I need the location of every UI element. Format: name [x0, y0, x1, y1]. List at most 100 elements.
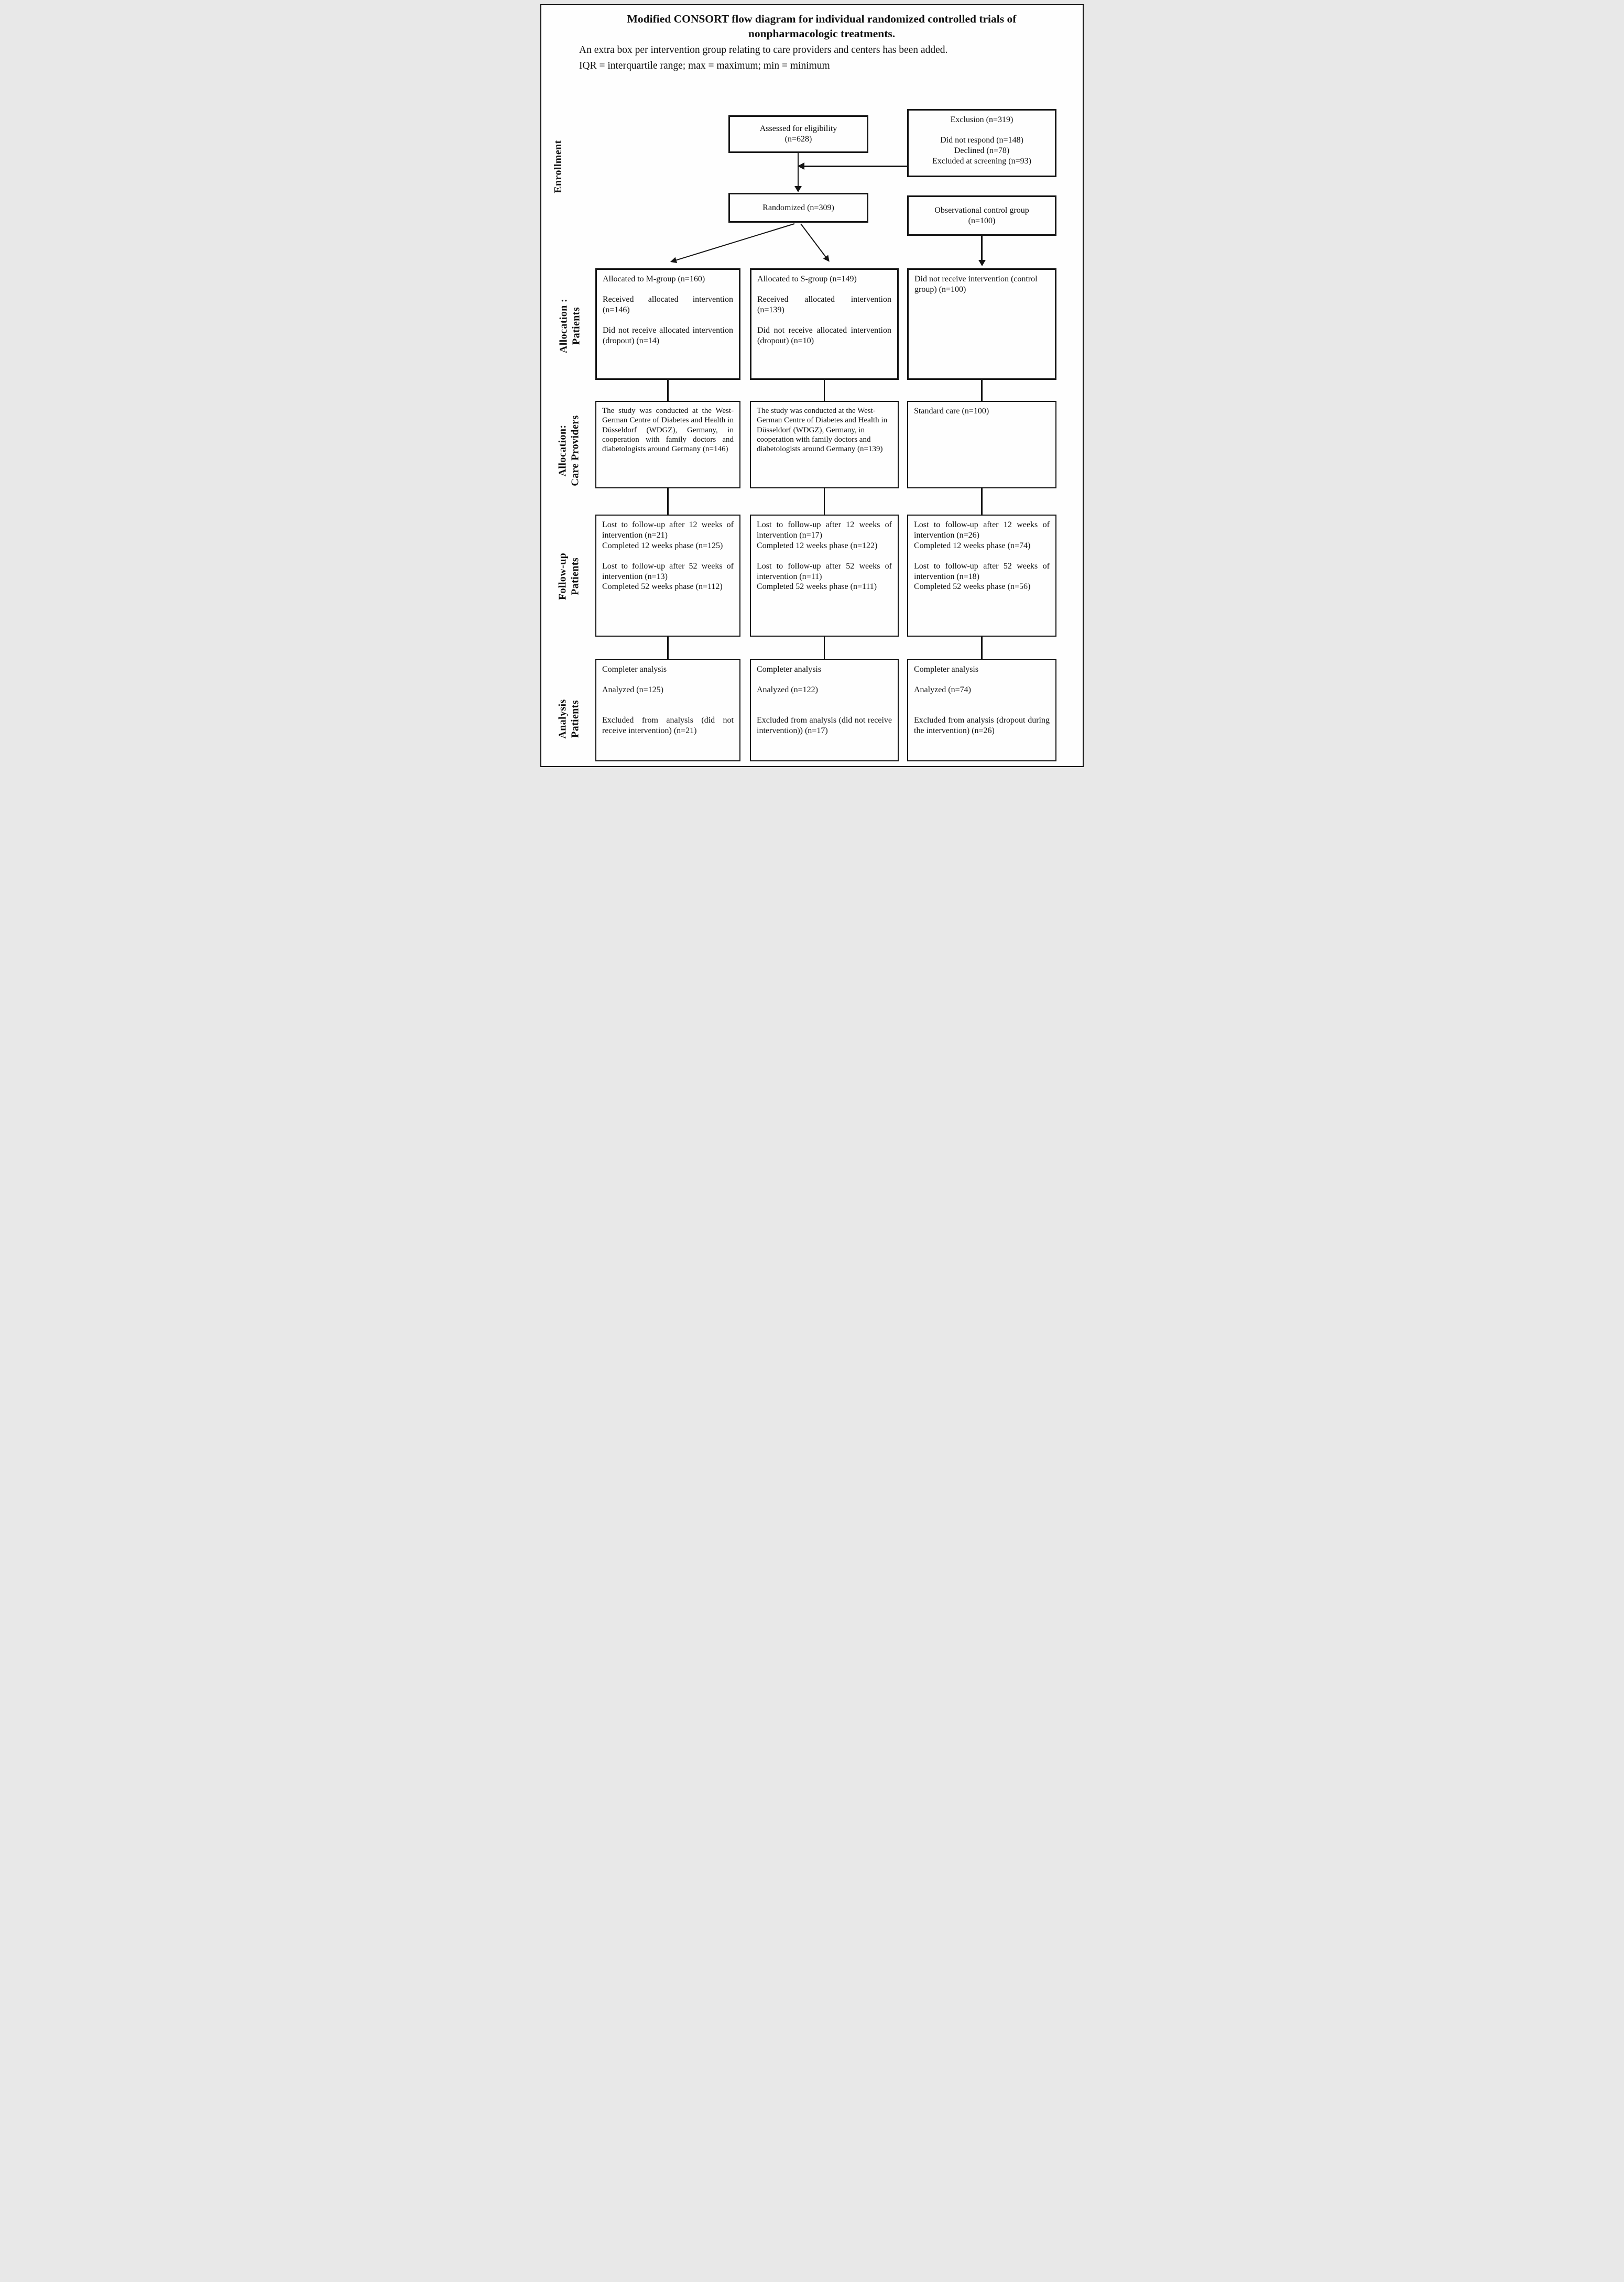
stage-label-followup-patients: Follow-up Patients: [557, 552, 581, 600]
box-text-line: [757, 285, 891, 294]
box-randomized: Randomized (n=309): [728, 193, 868, 223]
box-text-line: Completed 52 weeks phase (n=56): [914, 582, 1031, 592]
box-text-line: Lost to follow-up after 12 weeks of inte…: [757, 520, 892, 540]
box-text-line: Observational control group: [934, 205, 1029, 215]
figure-note: An extra box per intervention group rela…: [579, 44, 948, 56]
connector-alloc-care-s: [823, 379, 825, 401]
figure-title-line2: nonpharmacologic treatments.: [748, 27, 896, 40]
box-analysis-control: Completer analysis Analyzed (n=74) Exclu…: [907, 659, 1056, 761]
box-text-line: Allocated to S-group (n=149): [757, 275, 857, 283]
box-text-line: Did not receive allocated intervention (…: [603, 325, 733, 345]
box-text-line: Lost to follow-up after 52 weeks of inte…: [914, 561, 1050, 581]
box-text-line: [914, 705, 1050, 715]
box-exclusion: Exclusion (n=319) Did not respond (n=148…: [907, 109, 1056, 177]
box-text-line: Received allocated intervention (n=139): [757, 295, 891, 314]
box-text-line: Lost to follow-up after 52 weeks of inte…: [602, 561, 734, 581]
box-standard-care: Standard care (n=100): [907, 401, 1056, 488]
stage-label-enrollment: Enrollment: [552, 140, 564, 193]
box-text-line: Completed 52 weeks phase (n=111): [757, 582, 877, 592]
box-text-line: Did not receive intervention (control gr…: [914, 275, 1038, 294]
box-text-line: Lost to follow-up after 12 weeks of inte…: [914, 520, 1050, 540]
line-exclusion-arrow: [803, 166, 907, 167]
box-text-line: Completed 12 weeks phase (n=125): [602, 541, 723, 550]
arrowhead-into-control-group: [978, 260, 986, 266]
diagonal-line: [800, 223, 826, 257]
box-followup-m-group: Lost to follow-up after 12 weeks of inte…: [595, 515, 740, 637]
box-followup-s-group: Lost to follow-up after 12 weeks of inte…: [750, 515, 899, 637]
box-observational-control: Observational control group(n=100): [907, 195, 1056, 236]
arrow-randomized-to-m-group: [669, 223, 795, 266]
diagonal-line: [676, 223, 795, 261]
box-text-line: Randomized (n=309): [762, 203, 834, 212]
box-text-line: The study was conducted at the West-Germ…: [602, 407, 734, 454]
box-allocation-control: Did not receive intervention (control gr…: [907, 268, 1056, 380]
connector-care-followup-c: [981, 487, 983, 515]
box-text-line: Lost to follow-up after 12 weeks of inte…: [602, 520, 734, 540]
box-text-line: [602, 695, 734, 705]
box-text-line: [914, 695, 1050, 705]
line-observational-to-control: [981, 236, 983, 261]
connector-alloc-care-c: [981, 379, 983, 401]
stage-label-allocation-care-providers: Allocation: Care Providers: [557, 415, 581, 486]
arrowhead-into-randomized: [794, 186, 802, 192]
arrow-randomized-to-s-group: [800, 223, 832, 264]
box-text-line: Declined (n=78): [954, 146, 1010, 155]
box-text-line: Allocated to M-group (n=160): [603, 275, 705, 283]
box-text-line: Exclusion (n=319): [950, 115, 1013, 124]
arrowhead-into-m-group: [669, 257, 678, 266]
consort-flow-diagram: Modified CONSORT flow diagram for indivi…: [540, 4, 1084, 767]
box-allocation-s-group: Allocated to S-group (n=149) Received al…: [750, 268, 899, 380]
box-text-line: [914, 551, 1050, 561]
box-text-line: Analyzed (n=122): [757, 685, 818, 695]
figure-abbreviations: IQR = interquartile range; max = maximum…: [579, 60, 830, 72]
box-text-line: [914, 675, 1050, 685]
box-text-line: Standard care (n=100): [914, 407, 989, 416]
box-text-line: Did not receive allocated intervention (…: [757, 325, 891, 345]
box-text-line: [757, 695, 892, 705]
line-assessed-to-randomized: [797, 153, 799, 188]
connector-followup-analysis-s: [823, 636, 825, 660]
box-text-line: [757, 705, 892, 715]
connector-care-followup-m: [667, 487, 669, 515]
box-text-line: [757, 551, 892, 561]
box-text-line: Completed 12 weeks phase (n=74): [914, 541, 1031, 550]
box-text-line: Assessed for eligibility: [759, 124, 837, 134]
box-followup-control: Lost to follow-up after 12 weeks of inte…: [907, 515, 1056, 637]
box-text-line: The study was conducted at the West-Germ…: [757, 407, 888, 454]
box-text-line: Completed 12 weeks phase (n=122): [757, 541, 878, 550]
box-text-line: (n=100): [968, 216, 996, 225]
box-text-line: Excluded from analysis (did not receive …: [757, 716, 892, 736]
box-text-line: Analyzed (n=125): [602, 685, 663, 695]
box-text-line: Lost to follow-up after 52 weeks of inte…: [757, 561, 892, 581]
box-text-line: [757, 675, 892, 685]
box-text-line: Did not respond (n=148): [940, 136, 1023, 145]
connector-followup-analysis-m: [667, 636, 669, 660]
box-allocation-m-group: Allocated to M-group (n=160) Received al…: [595, 268, 740, 380]
box-text-line: [603, 285, 733, 294]
arrowhead-exclusion-left: [798, 162, 804, 170]
figure-header: Modified CONSORT flow diagram for indivi…: [573, 12, 1071, 73]
box-care-providers-m: The study was conducted at the West-Germ…: [595, 401, 740, 488]
box-text-line: Excluded at screening (n=93): [932, 156, 1031, 166]
box-text-line: Analyzed (n=74): [914, 685, 971, 695]
stage-label-allocation-patients: Allocation : Patients: [558, 298, 582, 354]
box-assessed-eligibility: Assessed for eligibility(n=628): [728, 115, 868, 153]
box-text-line: [603, 315, 733, 325]
box-care-providers-s: The study was conducted at the West-Germ…: [750, 401, 899, 488]
box-text-line: (n=628): [784, 135, 812, 144]
box-analysis-m-group: Completer analysis Analyzed (n=125) Excl…: [595, 659, 740, 761]
box-text-line: [914, 125, 1049, 135]
connector-alloc-care-m: [667, 379, 669, 401]
box-text-line: [757, 315, 891, 325]
box-text-line: [602, 675, 734, 685]
box-text-line: Received allocated intervention (n=146): [603, 295, 733, 314]
box-analysis-s-group: Completer analysis Analyzed (n=122) Excl…: [750, 659, 899, 761]
box-text-line: [602, 705, 734, 715]
connector-care-followup-s: [823, 487, 825, 515]
stage-label-analysis-patients: Analysis Patients: [557, 699, 581, 739]
box-text-line: Completer analysis: [602, 665, 667, 674]
box-text-line: Completed 52 weeks phase (n=112): [602, 582, 723, 592]
box-text-line: Excluded from analysis (did not receive …: [602, 716, 734, 736]
box-text-line: Excluded from analysis (dropout during t…: [914, 716, 1050, 736]
connector-followup-analysis-c: [981, 636, 983, 660]
